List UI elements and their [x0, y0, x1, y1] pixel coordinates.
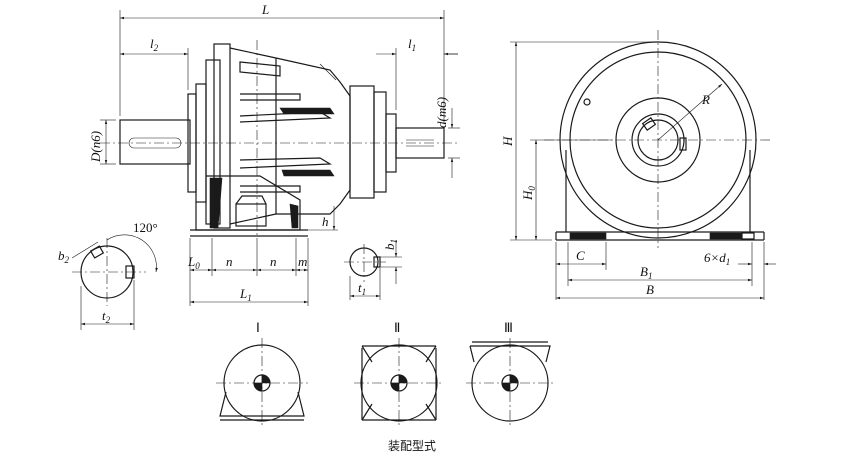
dim-H-label: H [500, 136, 515, 147]
dim-l2-label: l2 [150, 36, 159, 53]
dim-m-label: m [298, 254, 307, 269]
dim-t2-label: t2 [102, 308, 111, 325]
dim-C-label: C [576, 248, 585, 263]
dim-t1-label: t1 [358, 280, 366, 297]
dim-d-label: d(m6) [434, 97, 449, 128]
dim-n-left-label: n [226, 254, 233, 269]
type-1-label: Ⅰ [256, 320, 260, 335]
side-view: R H H0 C 6×d1 B1 B [500, 30, 776, 300]
front-view: L l2 l1 D(n6) d(m6) h L0 n n m [88, 2, 460, 306]
angle-label: 120° [133, 220, 158, 235]
dim-n-right-label: n [270, 254, 277, 269]
dim-b2-label: b2 [58, 248, 70, 265]
dim-L-label: L [261, 2, 269, 17]
dim-R-label: R [701, 92, 710, 107]
type-3-label: Ⅲ [504, 320, 513, 335]
dim-h-label: h [322, 214, 329, 229]
dim-H0-label: H0 [520, 186, 537, 201]
mounting-type-3: Ⅲ [466, 320, 556, 428]
dim-l1-label: l1 [408, 36, 416, 53]
mounting-type-1: Ⅰ [216, 320, 308, 428]
dim-B1-label: B1 [640, 264, 652, 281]
dim-D-label: D(n6) [88, 131, 103, 163]
shaft-section-large: 120° b2 t2 [58, 220, 158, 330]
dim-b1-label: b1 [382, 239, 399, 250]
dim-L1-label: L1 [239, 286, 252, 303]
shaft-section-small: b1 t1 [344, 239, 402, 300]
mounting-type-2: Ⅱ [354, 320, 444, 428]
mounting-types-caption: 装配型式 [387, 439, 436, 453]
dim-bolts-label: 6×d1 [704, 250, 730, 267]
type-2-label: Ⅱ [394, 320, 400, 335]
dim-B-label: B [646, 282, 654, 297]
dim-L0-label: L0 [187, 254, 200, 271]
